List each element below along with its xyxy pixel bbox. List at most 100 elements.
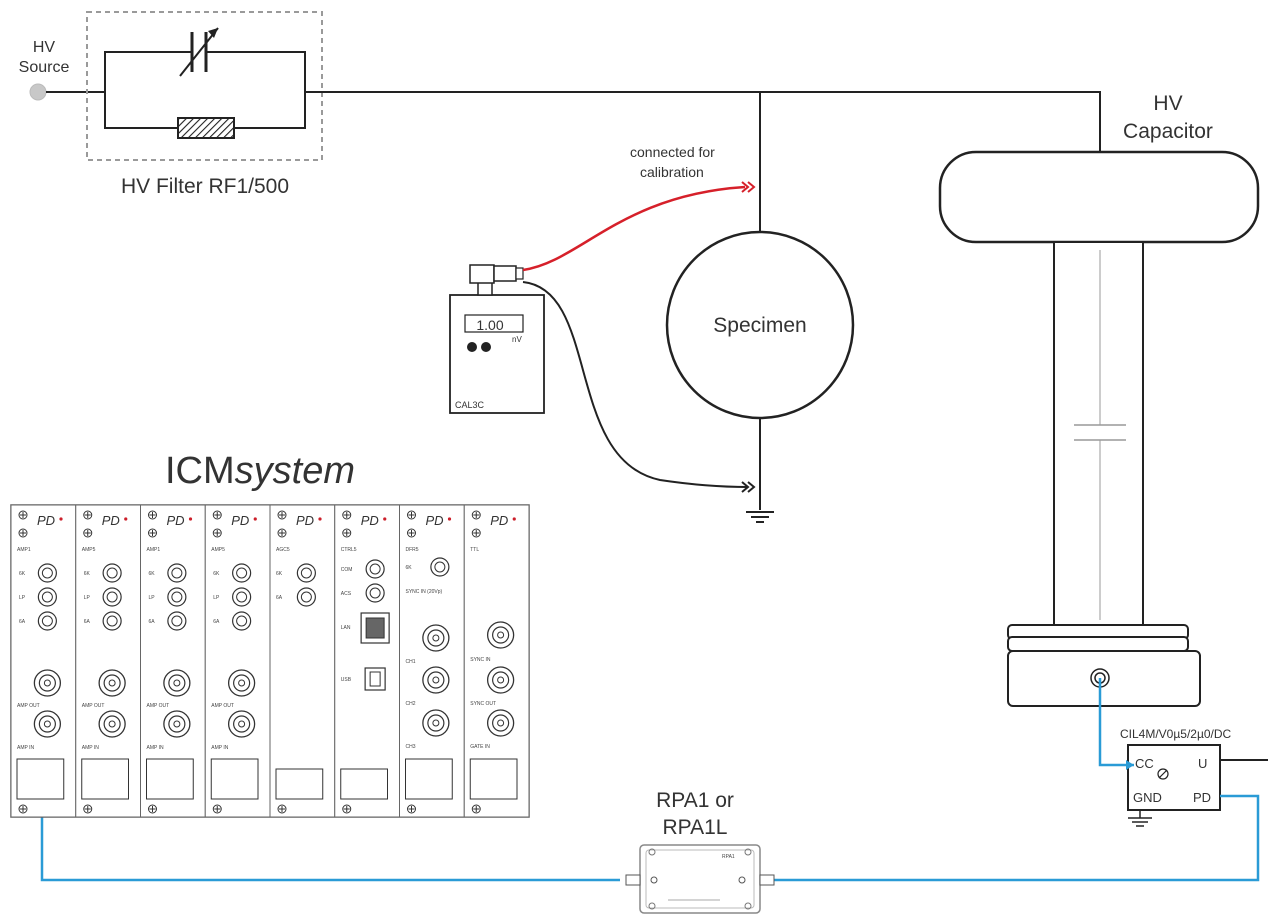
control-label: 6A (149, 619, 156, 625)
port-label: CH2 (406, 701, 416, 707)
control-label: 6K (19, 571, 26, 577)
capacitor-symbol-icon (1074, 424, 1126, 441)
brand-dot-icon (447, 517, 452, 521)
control-label: SYNC IN (20Vp) (406, 589, 443, 595)
calibrator-unit: nV (512, 335, 522, 344)
hv-capacitor-label-line2: Capacitor (1123, 120, 1213, 143)
calibrator-button-1-icon (467, 342, 477, 352)
calibrator-plug-right-icon (493, 265, 524, 282)
module-name: AMP1 (17, 547, 31, 553)
port-label: CH1 (406, 659, 416, 665)
module-slot (16, 758, 65, 800)
brand-dot-icon (188, 517, 193, 521)
hv-filter-bottom-branch-right (234, 92, 306, 129)
control-label: LAN (341, 625, 351, 631)
module-name: AMP1 (147, 547, 161, 553)
calibration-label-line2: calibration (640, 164, 704, 180)
coupler-pd-label: PD (1193, 790, 1211, 805)
hv-capacitor: HV Capacitor (938, 92, 1260, 707)
brand-dot-icon (512, 517, 516, 521)
control-label: 6K (213, 571, 220, 577)
icm-title-prefix: ICM (165, 450, 235, 492)
rpa-amplifier: RPA1 or RPA1L RPA1 (625, 789, 775, 914)
hv-bus-wire (305, 91, 1101, 152)
calibrator-plug (469, 264, 495, 284)
brand-logo: PD (490, 513, 508, 528)
coupler-gnd-label: GND (1133, 790, 1162, 805)
brand-dot-icon (253, 517, 257, 521)
brand-dot-icon (383, 517, 387, 521)
port-label: GATE IN (470, 744, 490, 750)
brand-logo: PD (102, 513, 120, 528)
rpa-tag: RPA1 (722, 854, 735, 860)
module-slot (469, 758, 518, 800)
hv-capacitor-base-ring-bottom (1007, 636, 1189, 652)
port-label: AMP OUT (211, 703, 234, 709)
port-label: AMP IN (147, 745, 165, 751)
control-label: 6A (213, 619, 220, 625)
control-label: ACS (341, 591, 352, 597)
port-label: SYNC IN (470, 657, 491, 663)
control-label: 6K (84, 571, 91, 577)
coupler-ground-icon (1128, 817, 1152, 827)
port-label: AMP OUT (147, 703, 170, 709)
module-panel (334, 504, 400, 818)
rpa-connector-left-icon (625, 874, 658, 886)
control-label: LP (213, 595, 220, 601)
brand-logo: PD (426, 513, 444, 528)
control-label: 6A (84, 619, 91, 625)
module-slot (146, 758, 194, 800)
rpa-connector-right-icon (738, 874, 775, 886)
module-slot (275, 768, 324, 800)
control-label: 6A (19, 619, 26, 625)
hv-capacitor-top-electrode (938, 150, 1260, 244)
port-label: AMP IN (82, 745, 100, 751)
control-label: COM (341, 567, 353, 573)
brand-dot-icon (59, 517, 63, 521)
ground-icon (746, 511, 774, 523)
calibrator-button-2-icon (481, 342, 491, 352)
port-label: CH3 (406, 744, 416, 750)
module-panel (269, 504, 336, 818)
hv-capacitor-label-line1: HV (1153, 92, 1182, 115)
calibrator: 1.00 nV CAL3C (449, 264, 545, 414)
module-slot (81, 758, 129, 800)
module-name: AMP5 (82, 547, 96, 553)
hv-source-label-line2: Source (19, 59, 70, 76)
hv-capacitor-column (1053, 241, 1144, 626)
rpa-box (639, 844, 761, 914)
brand-dot-icon (318, 517, 322, 521)
port-label: AMP OUT (17, 703, 40, 709)
port-label: AMP IN (17, 745, 35, 751)
module-slot (210, 758, 259, 800)
module-name: AMP5 (211, 547, 225, 553)
module-name: CTRL5 (341, 547, 357, 553)
calibrator-display-value: 1.00 (476, 317, 503, 333)
calibration-label-line1: connected for (630, 144, 715, 160)
control-label: 6K (406, 565, 413, 571)
port-label: AMP OUT (82, 703, 105, 709)
rpa-label-line2: RPA1L (663, 816, 728, 839)
hv-filter-label: HV Filter RF1/500 (121, 175, 289, 198)
brand-logo: PD (296, 513, 314, 528)
brand-logo: PD (361, 513, 379, 528)
control-label: 6K (149, 571, 156, 577)
rpa-label-line1: RPA1 or (656, 789, 734, 812)
brand-logo: PD (37, 513, 55, 528)
calibrator-display (464, 314, 524, 333)
hv-source-terminal (29, 83, 47, 101)
module-name: DFR5 (406, 547, 419, 553)
coupler-box (1127, 744, 1221, 811)
black-arrow-icon (741, 481, 756, 493)
brand-logo: PD (231, 513, 249, 528)
variable-capacitor-icon (179, 27, 219, 77)
specimen-label: Specimen (713, 314, 806, 337)
brand-dot-icon (124, 517, 128, 521)
